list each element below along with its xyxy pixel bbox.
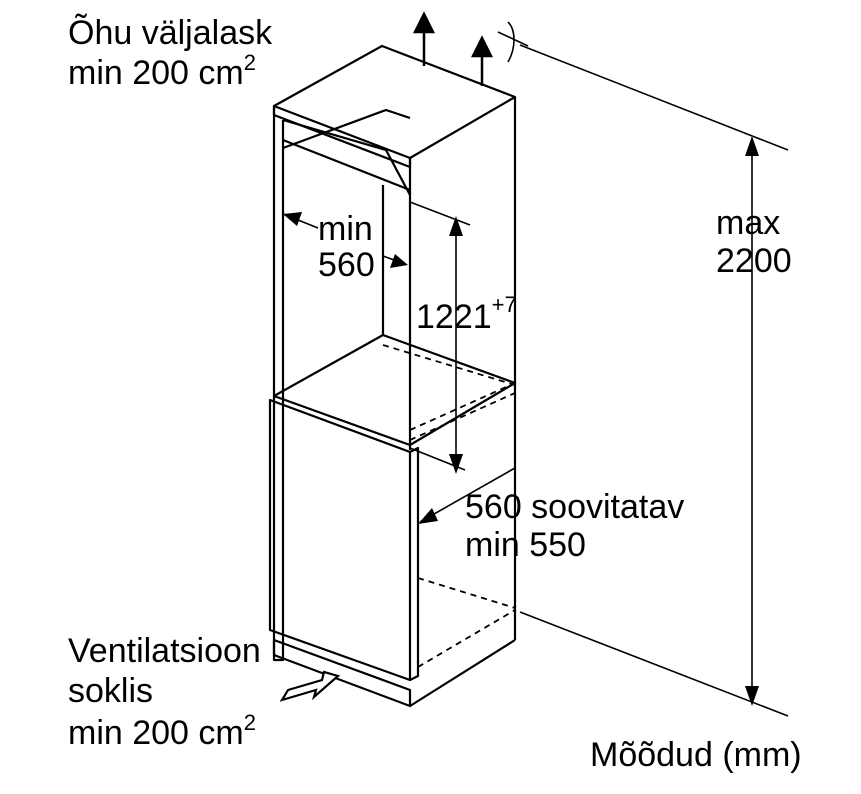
- depth-arrow: [418, 508, 438, 524]
- appliance-front-edge: [409, 446, 420, 681]
- niche-height-ext-top: [409, 201, 471, 226]
- depth-dimension-line: [419, 467, 516, 523]
- max-height-label-line2: 2200: [716, 242, 792, 280]
- air-outlet-arrows: [412, 11, 494, 86]
- hidden-line-lower-2: [417, 609, 516, 668]
- ventilation-label-line1: Ventilatsioon: [68, 632, 261, 670]
- hidden-lines: [382, 344, 516, 668]
- airflow-symbol: [497, 21, 529, 63]
- niche-width-label-line1: min: [318, 210, 373, 248]
- appliance-top: [272, 333, 517, 447]
- ventilation-label-line3: min 200 cm2: [68, 710, 256, 752]
- hidden-line-lower-1: [417, 577, 516, 609]
- units-label: Mõõdud (mm): [590, 736, 802, 774]
- max-height-arrow-bottom: [745, 686, 759, 706]
- max-height-arrow-top: [745, 136, 759, 156]
- max-height-label-line1: max: [716, 204, 780, 242]
- top-shelf: [282, 138, 411, 192]
- air-outlet-arrow-2-head: [470, 35, 494, 58]
- niche-width-label-line2: 560: [318, 246, 375, 284]
- max-height-ext-top: [519, 44, 789, 151]
- cabinet-drawing: [268, 44, 517, 708]
- niche-width-arrow-left: [283, 212, 302, 226]
- hidden-line-upper-3: [409, 382, 516, 431]
- air-outlet-arrow-1-head: [412, 11, 436, 34]
- top-shelf-back: [282, 108, 411, 150]
- plinth-side: [409, 639, 516, 707]
- depth-label-line1: 560 soovitatav: [465, 488, 684, 526]
- niche-width-arrow-right: [390, 254, 408, 268]
- dimension-lines: [282, 21, 789, 717]
- hidden-line-upper-2: [409, 392, 516, 441]
- appliance-front: [268, 398, 412, 682]
- niche-height-label: 1221+7: [416, 292, 517, 336]
- depth-label-line2: min 550: [465, 526, 586, 564]
- ventilation-arrow: [279, 670, 341, 702]
- arrowheads: [283, 136, 759, 706]
- air-outlet-label-line1: Õhu väljalask: [68, 14, 273, 52]
- air-outlet-label-line2: min 200 cm2: [68, 50, 256, 92]
- hidden-line-upper-1: [382, 344, 516, 386]
- cabinet-left-side: [272, 106, 285, 662]
- niche-height-arrow-top: [449, 216, 463, 236]
- cabinet-top: [272, 44, 517, 160]
- top-opening: [282, 118, 411, 196]
- max-height-ext-bottom: [519, 611, 789, 717]
- ventilation-label-line2: soklis: [68, 672, 153, 710]
- niche-height-arrow-bottom: [449, 454, 463, 474]
